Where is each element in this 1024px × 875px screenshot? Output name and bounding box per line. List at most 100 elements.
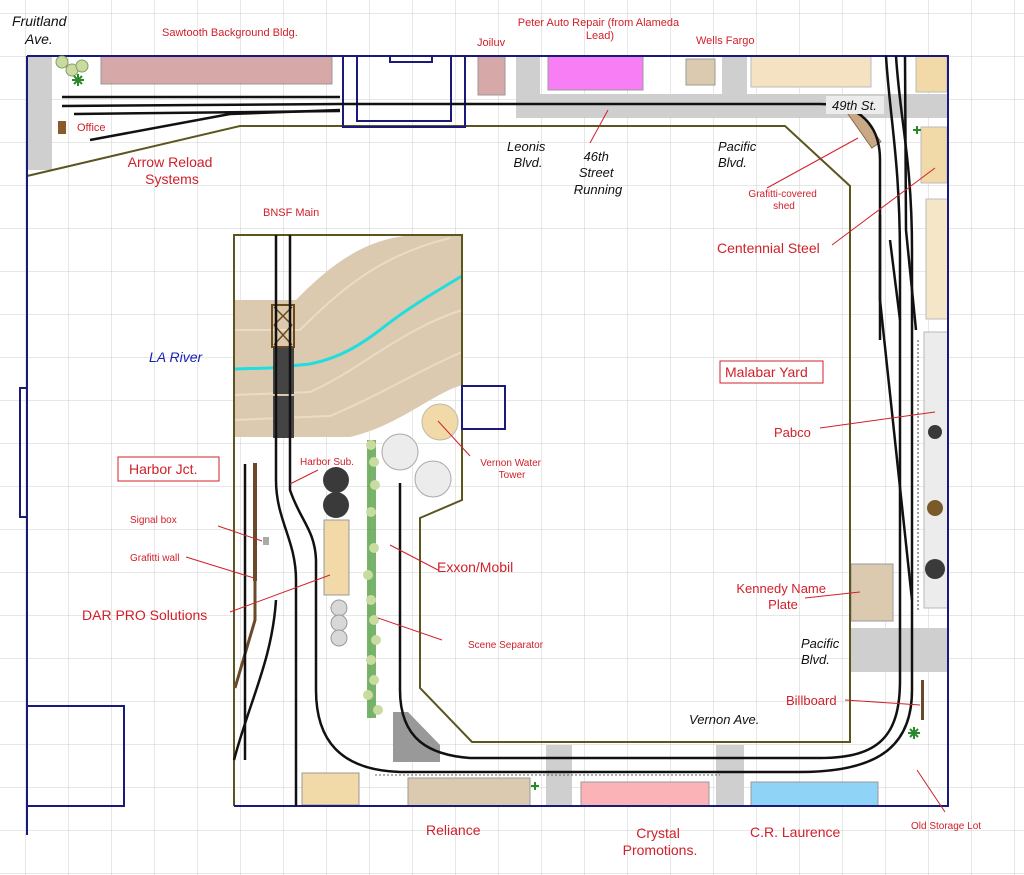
label-dar-pro: DAR PRO Solutions <box>82 607 207 623</box>
yard-track-2 <box>888 239 902 321</box>
label-joiluv: Joiluv <box>477 37 506 49</box>
label-malabar-yard: Malabar Yard <box>725 364 808 380</box>
label-pabco: Pabco <box>774 425 811 440</box>
label-harbor-sub: Harbor Sub. <box>300 457 354 468</box>
harbor-jct-label-box <box>117 456 220 482</box>
label-leonis-blvd: Leonis Blvd. <box>507 139 549 170</box>
scene-separator-strip <box>367 440 376 718</box>
dar-pro-building <box>323 519 350 596</box>
label-old-storage-lot: Old Storage Lot <box>911 821 981 832</box>
label-sawtooth: Sawtooth Background Bldg. <box>162 27 298 39</box>
label-49th-st: 49th St. <box>832 98 877 113</box>
label-vernon-water-tower: Vernon Water Tower <box>480 458 544 481</box>
tanks <box>323 403 945 647</box>
exxon-tank-b <box>414 460 452 498</box>
plant-icon-top-left <box>72 74 84 86</box>
leader-lines <box>185 109 946 813</box>
benchwork-top-edge <box>26 125 851 806</box>
stair-top-bar <box>389 55 433 63</box>
vernon-road-a <box>546 745 572 807</box>
label-office: Office <box>77 122 106 134</box>
office-building <box>58 121 66 134</box>
exxon-spur <box>398 483 902 760</box>
small-tank-c <box>330 629 348 647</box>
fruitland-ave-road <box>27 56 52 170</box>
centennial-steel-building-a <box>920 126 948 184</box>
reliance-building <box>407 777 531 807</box>
label-graffiti-shed: Grafitti-covered shed <box>748 189 819 212</box>
pabco-tank-c <box>925 559 945 579</box>
label-la-river: LA River <box>149 349 204 365</box>
label-fruitland-ave: Fruitland Ave. <box>12 13 70 47</box>
label-scene-separator: Scene Separator <box>468 640 544 651</box>
labels: Fruitland Ave. Sawtooth Background Bldg.… <box>12 13 981 858</box>
pacific-blvd-top-road <box>722 56 747 96</box>
track <box>61 55 918 806</box>
structures <box>58 55 949 807</box>
yard-track-3 <box>878 299 914 601</box>
centennial-steel-building-b <box>925 198 949 320</box>
harbor-sub-2 <box>288 435 914 774</box>
water-tower <box>421 403 459 441</box>
label-cr-laurence: C.R. Laurence <box>750 824 840 840</box>
label-pacific-blvd-bottom: Pacific Blvd. <box>801 636 843 667</box>
label-wells-fargo: Wells Fargo <box>696 35 754 47</box>
label-reliance: Reliance <box>426 822 481 838</box>
arrow-reload-spur-2 <box>61 102 341 108</box>
label-exxon-mobil: Exxon/Mobil <box>437 559 513 575</box>
label-signal-box: Signal box <box>130 515 177 526</box>
label-pacific-blvd-top: Pacific Blvd. <box>718 139 760 170</box>
pabco-tank-a <box>928 425 942 439</box>
scene-separator <box>363 440 383 718</box>
label-46th-street: 46th Street Running <box>574 149 623 197</box>
label-vernon-ave: Vernon Ave. <box>689 712 759 727</box>
graffiti-wall-lower <box>233 580 257 689</box>
plant-icon-bottom <box>531 782 539 790</box>
small-tank-b <box>330 614 348 632</box>
st49-label-box <box>826 96 884 114</box>
vernon-road-b <box>716 745 744 807</box>
label-harbor-jct: Harbor Jct. <box>129 461 197 477</box>
label-peter-auto: Peter Auto Repair (from Alameda Lead) <box>518 17 682 42</box>
room-walls <box>19 55 949 835</box>
signal-box <box>263 537 269 545</box>
wall-top-right <box>234 55 949 807</box>
sawtooth-building <box>100 55 333 85</box>
malabar-label-box <box>719 360 824 384</box>
billboard <box>921 680 924 720</box>
cr-laurence-building <box>750 781 879 807</box>
wells-fargo-building <box>685 58 716 86</box>
corner-building <box>915 55 948 93</box>
side-door <box>19 387 28 518</box>
bottom-left-building <box>301 772 360 806</box>
label-billboard: Billboard <box>786 693 837 708</box>
bnsf-main-west-curve <box>232 599 278 761</box>
label-bnsf-main: BNSF Main <box>263 207 319 219</box>
river-bank-line-3 <box>233 351 463 421</box>
water-tower-box <box>461 385 506 430</box>
leonis-blvd-road <box>516 56 540 96</box>
dark-tank-a <box>323 467 349 493</box>
yard-lead-b <box>903 55 918 331</box>
peter-auto-building <box>547 55 644 91</box>
exxon-tank-a <box>381 433 419 471</box>
arrow-reload-spur-4 <box>89 108 341 142</box>
joiluv-building <box>477 55 506 96</box>
graffiti-wall <box>253 463 257 581</box>
river-bank-line-1 <box>234 237 451 331</box>
river-water <box>233 274 463 371</box>
small-tank-a <box>330 599 348 617</box>
dark-tank-b <box>323 492 349 518</box>
label-arrow-reload: Arrow Reload Systems <box>128 154 217 187</box>
plant-icon-top-right <box>913 126 921 134</box>
closet <box>27 705 125 807</box>
label-centennial-steel: Centennial Steel <box>717 240 820 256</box>
benchwork <box>26 125 851 806</box>
street-running-46th <box>340 102 882 300</box>
top-right-building <box>750 55 872 88</box>
river-bank-line-2 <box>233 309 463 396</box>
yard-lead-a <box>884 55 902 680</box>
crystal-building <box>580 781 710 807</box>
